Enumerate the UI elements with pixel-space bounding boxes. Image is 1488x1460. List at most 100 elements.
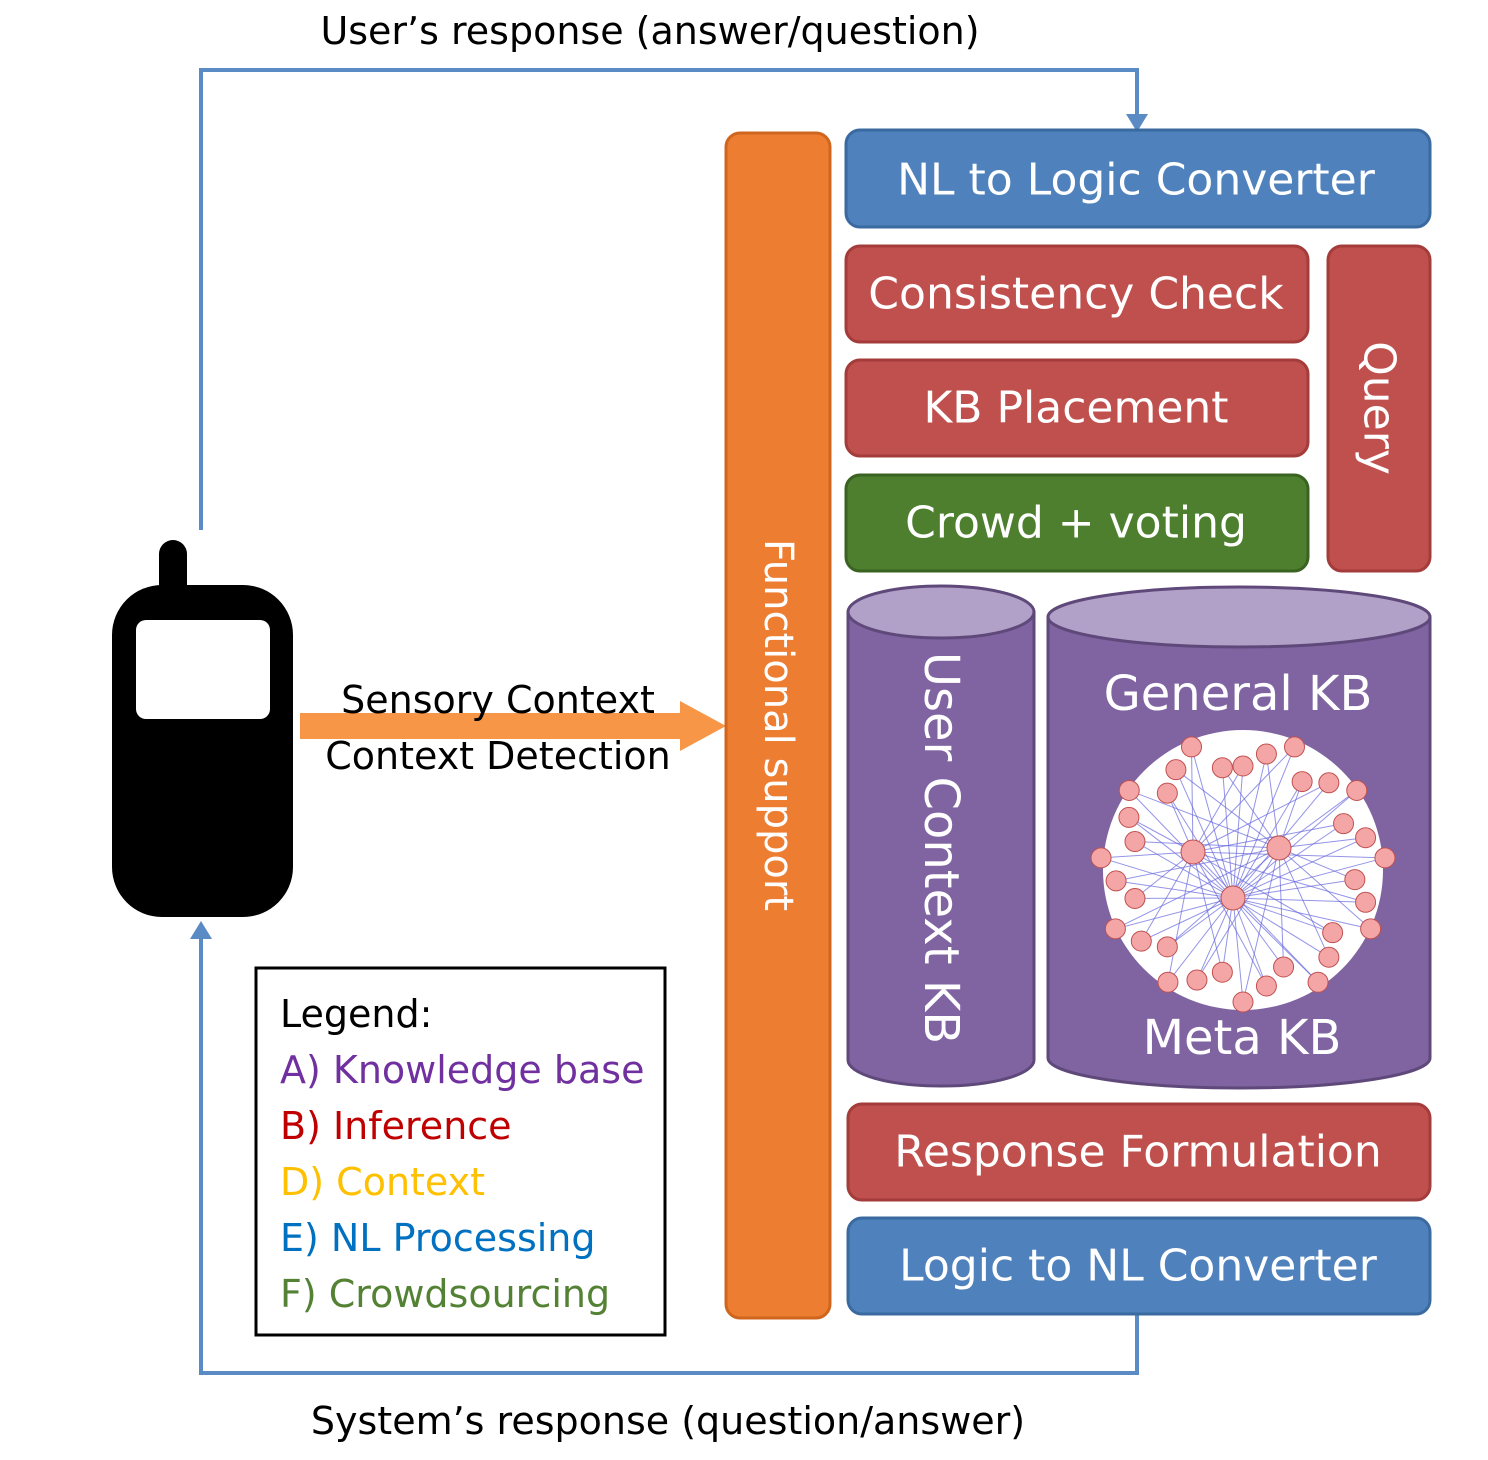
graph-edge [1232, 857, 1386, 899]
graph-node [1374, 847, 1396, 869]
graph-edge [1232, 765, 1244, 899]
graph-node [1118, 806, 1140, 828]
graph-edge [1232, 897, 1333, 934]
sensory-context-arrow [300, 701, 726, 751]
graph-node [1232, 991, 1254, 1013]
functional-support-block [724, 131, 832, 1320]
legend-item-context: D) Context [280, 1160, 485, 1204]
graph-node [1360, 918, 1382, 940]
meta-kb-label: Meta KB [1143, 1010, 1342, 1066]
system-response-label: System’s response (question/answer) [311, 1399, 1025, 1443]
graph-nodes [1090, 736, 1396, 1013]
graph-edge [1278, 847, 1356, 881]
graph-node [1333, 813, 1355, 835]
graph-node [1344, 869, 1366, 891]
response-formulation-block [846, 1102, 1432, 1202]
graph-node [1273, 956, 1295, 978]
graph-node [1118, 779, 1140, 801]
graph-edge [1192, 746, 1295, 853]
graph-node [1124, 831, 1146, 853]
mobile-phone-icon [112, 540, 293, 917]
graph-edge [1232, 790, 1358, 899]
graph-node [1104, 918, 1126, 940]
graph-edge [1116, 880, 1234, 899]
consistency-check-block [844, 244, 1310, 344]
graph-edge [1232, 897, 1319, 983]
nl-to-logic-block [844, 128, 1432, 229]
graph-edge [1116, 847, 1280, 882]
graph-node [1291, 771, 1313, 793]
legend-item-crowdsourcing: F) Crowdsourcing [280, 1272, 610, 1316]
graph-node [1255, 975, 1277, 997]
response-formulation-label: Response Formulation [894, 1127, 1382, 1178]
graph-node [1157, 971, 1179, 993]
graph-edge [1278, 847, 1371, 930]
logic-to-nl-label: Logic to NL Converter [899, 1241, 1378, 1292]
graph-edge [1232, 746, 1295, 899]
graph-edge [1192, 851, 1333, 934]
graph-edge [1134, 841, 1234, 899]
knowledge-graph-icon [1090, 730, 1396, 1013]
graph-node [1255, 743, 1277, 765]
graph-node [1266, 835, 1292, 861]
logic-to-nl-block [846, 1216, 1432, 1316]
graph-node [1318, 946, 1340, 968]
graph-edge [1175, 769, 1280, 849]
graph-edge [1221, 767, 1280, 849]
graph-edge [1115, 897, 1234, 930]
legend: Legend: A) Knowledge base B) Inference D… [254, 966, 667, 1337]
graph-edge [1196, 897, 1234, 981]
consistency-check-label: Consistency Check [868, 269, 1284, 320]
graph-node [1130, 930, 1152, 952]
graph-edge [1232, 897, 1244, 1003]
graph-edge [1129, 789, 1280, 849]
graph-node [1318, 772, 1340, 794]
graph-node [1211, 961, 1233, 983]
graph-node [1355, 827, 1377, 849]
graph-node [1307, 971, 1329, 993]
user-response-label: User’s response (answer/question) [320, 9, 979, 53]
up-arrow-icon [190, 921, 212, 939]
graph-edge [1232, 897, 1366, 903]
user-response-flow [199, 68, 1148, 530]
crowd-voting-label: Crowd + voting [905, 498, 1247, 549]
crowd-voting-block [844, 473, 1310, 573]
query-block [1326, 244, 1432, 573]
graph-edge [1100, 857, 1234, 899]
graph-edge [1192, 765, 1244, 853]
graph-edge [1167, 897, 1234, 948]
graph-edge [1167, 851, 1194, 983]
graph-node [1355, 891, 1377, 913]
down-arrow-icon [1126, 114, 1148, 132]
graph-node [1165, 759, 1187, 781]
user-context-kb-label: User Context KB [913, 652, 969, 1044]
graph-node [1124, 887, 1146, 909]
graph-edge [1141, 897, 1234, 942]
graph-edge [1278, 837, 1366, 849]
graph-edge [1232, 897, 1371, 930]
graph-node [1322, 922, 1344, 944]
functional-support-label: Functional support [755, 539, 801, 911]
graph-edge [1232, 879, 1355, 899]
graph-edge [1167, 897, 1234, 983]
graph-edge [1192, 851, 1319, 983]
system-response-flow [190, 921, 1139, 1375]
graph-node [1186, 969, 1208, 991]
graph-edge [1232, 781, 1303, 899]
graph-edge [1192, 851, 1223, 973]
graph-node [1283, 736, 1305, 758]
graph-edge [1232, 823, 1344, 899]
graph-node [1156, 936, 1178, 958]
kb-placement-block [844, 358, 1310, 458]
legend-title: Legend: [280, 992, 432, 1036]
context-detection-label: Context Detection [325, 734, 671, 778]
graph-edge [1191, 746, 1234, 899]
graph-edge [1115, 847, 1280, 930]
graph-edge [1232, 753, 1267, 899]
graph-edge [1242, 847, 1280, 1003]
legend-item-knowledge-base: A) Knowledge base [280, 1048, 644, 1092]
graph-node [1181, 736, 1203, 758]
graph-node [1156, 782, 1178, 804]
graph-edge [1101, 851, 1194, 859]
